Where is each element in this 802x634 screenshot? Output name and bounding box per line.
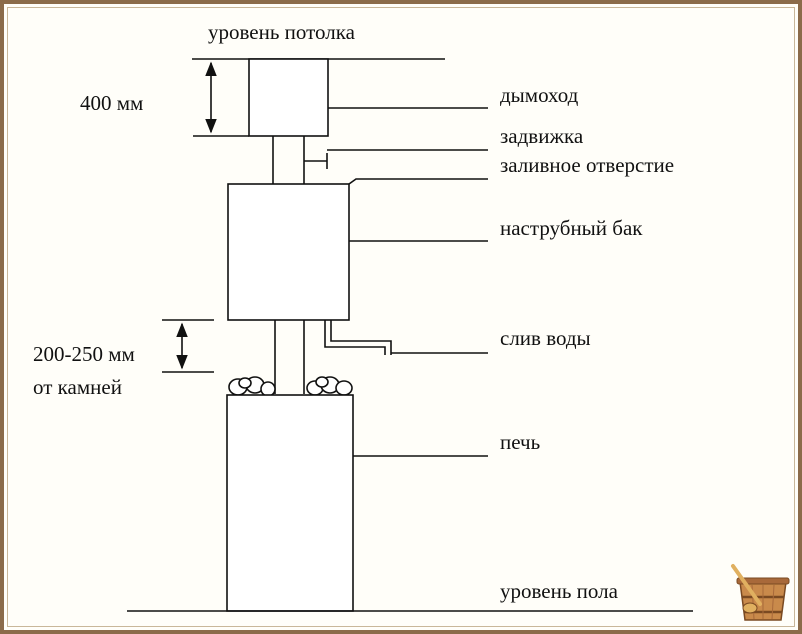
drain-tap [324, 320, 386, 355]
chimney-box [248, 58, 329, 137]
stones-right [306, 376, 353, 396]
leader-fill-hole [348, 178, 488, 185]
stove-box [226, 394, 354, 612]
label-fill-hole: заливное отверстие [500, 153, 674, 177]
label-stove: печь [500, 430, 540, 454]
label-tank: наструбный бак [500, 216, 643, 240]
label-floor-level: уровень пола [500, 579, 619, 603]
label-gap-top: 400 мм [80, 91, 143, 115]
wooden-bucket-with-ladle-icon [731, 564, 790, 621]
tank-box [227, 183, 350, 321]
stones-left [228, 376, 276, 397]
label-ceiling-level: уровень потолка [208, 20, 356, 44]
label-gap-stones-1: 200-250 мм [33, 342, 135, 366]
drain-tap-inner [330, 320, 392, 355]
label-gap-stones-2: от камней [33, 375, 122, 399]
label-damper: задвижка [500, 124, 584, 148]
label-chimney: дымоход [500, 83, 579, 107]
label-drain: слив воды [500, 326, 591, 350]
